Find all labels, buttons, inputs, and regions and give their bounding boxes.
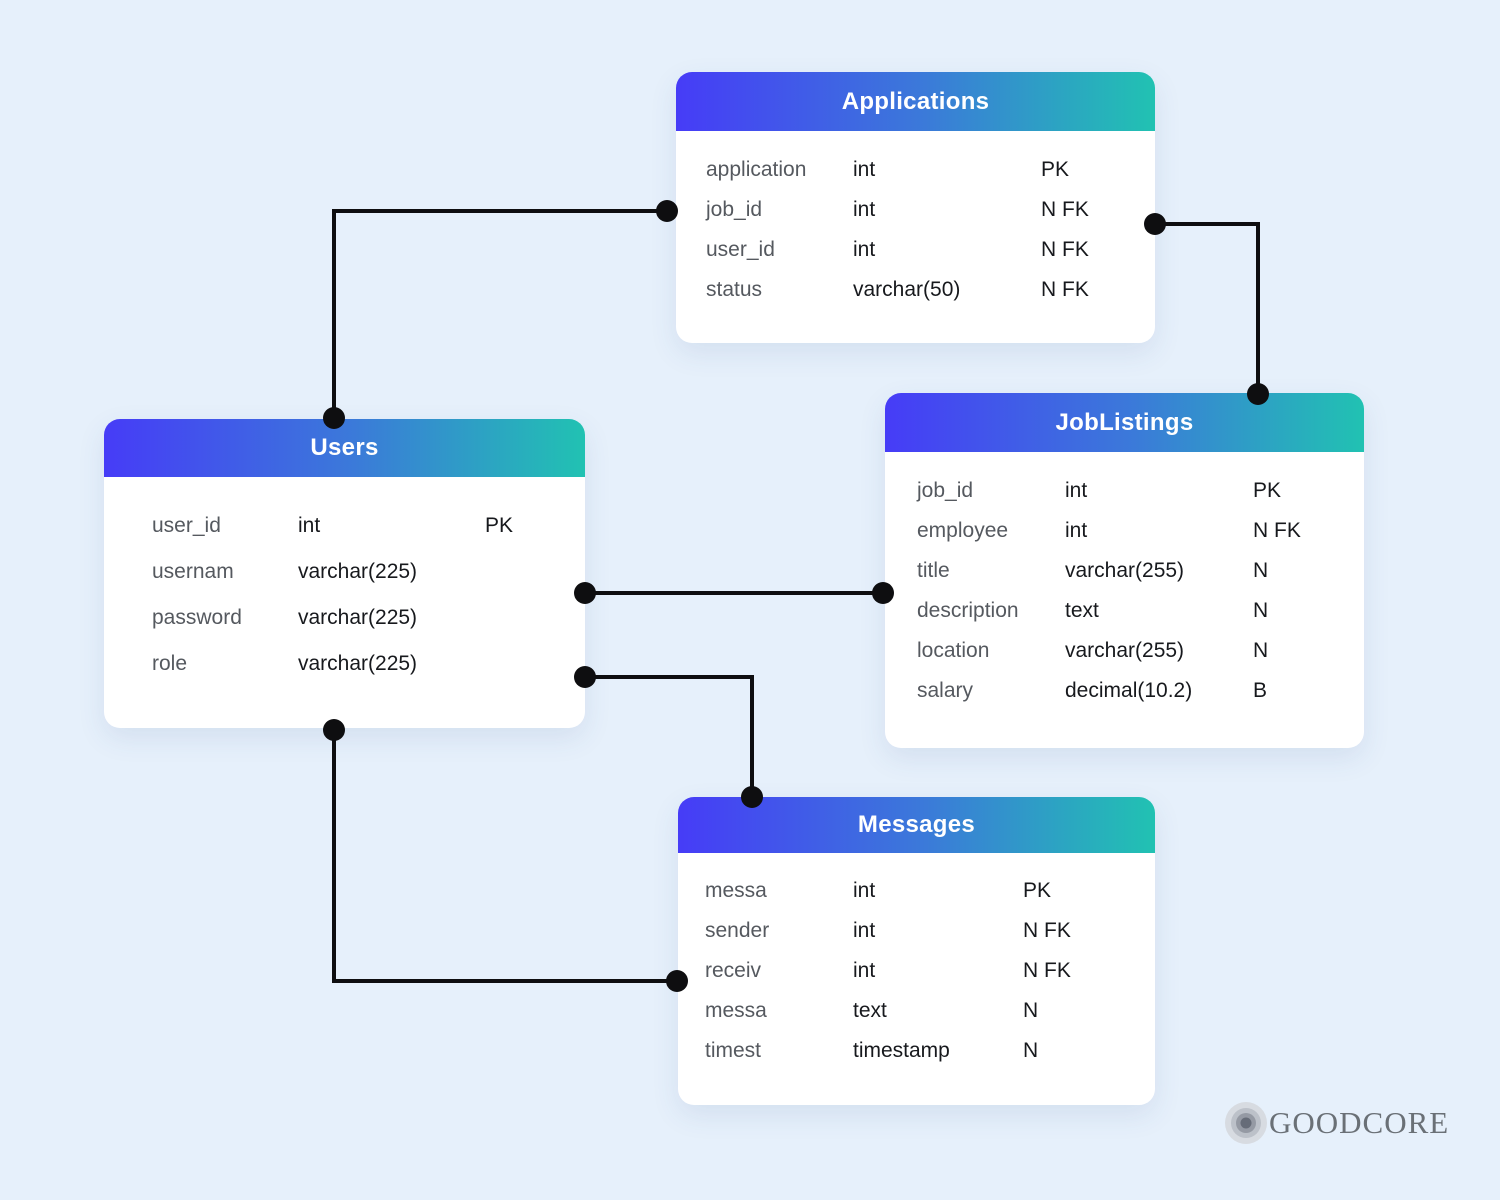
field-key: B bbox=[1253, 679, 1268, 702]
field-name: receiv bbox=[705, 959, 762, 982]
table-row: user_id int PK bbox=[104, 503, 585, 549]
field-type: timestamp bbox=[853, 1039, 950, 1062]
field-type: int bbox=[298, 514, 321, 537]
field-key: N bbox=[1253, 639, 1269, 662]
field-key: PK bbox=[485, 514, 514, 537]
table-row: status varchar(50) N FK bbox=[676, 270, 1155, 310]
table-row: timest timestamp N bbox=[678, 1031, 1155, 1071]
table-joblistings-fields: job_id int PK employee int N FK title va… bbox=[885, 452, 1364, 711]
field-type: varchar(50) bbox=[853, 278, 961, 301]
table-users-fields: user_id int PK usernam varchar(225) pass… bbox=[104, 477, 585, 687]
connector-users-messages-top bbox=[585, 675, 754, 797]
field-type: varchar(225) bbox=[298, 652, 418, 675]
table-users: Users user_id int PK usernam varchar(225… bbox=[104, 419, 585, 728]
table-row: messa text N bbox=[678, 991, 1155, 1031]
field-type: int bbox=[853, 959, 876, 982]
table-row: password varchar(225) bbox=[104, 595, 585, 641]
table-title: Messages bbox=[857, 811, 976, 838]
table-row: messa int PK bbox=[678, 871, 1155, 911]
field-name: status bbox=[706, 278, 763, 301]
field-key: N bbox=[1023, 1039, 1039, 1062]
field-key: PK bbox=[1041, 158, 1070, 181]
table-row: title varchar(255) N bbox=[885, 551, 1364, 591]
table-row: receiv int N FK bbox=[678, 951, 1155, 991]
field-type: text bbox=[853, 999, 887, 1022]
field-key: N FK bbox=[1041, 278, 1089, 301]
field-name: messa bbox=[705, 999, 767, 1022]
field-key: N FK bbox=[1041, 238, 1089, 261]
table-row: usernam varchar(225) bbox=[104, 549, 585, 595]
field-name: password bbox=[152, 606, 242, 629]
table-row: user_id int N FK bbox=[676, 230, 1155, 270]
field-name: sender bbox=[705, 919, 770, 942]
field-type: int bbox=[1065, 519, 1088, 542]
field-name: job_id bbox=[917, 479, 974, 502]
field-type: varchar(255) bbox=[1065, 639, 1185, 662]
goodcore-logo-text: GOODCORE bbox=[1269, 1105, 1450, 1140]
table-title: Users bbox=[310, 434, 379, 461]
field-key: N FK bbox=[1041, 198, 1089, 221]
table-users-header: Users bbox=[104, 419, 585, 477]
table-row: job_id int PK bbox=[885, 471, 1364, 511]
field-name: usernam bbox=[152, 560, 234, 583]
field-key: N FK bbox=[1023, 919, 1071, 942]
goodcore-ripple-icon bbox=[1225, 1102, 1267, 1144]
field-type: varchar(255) bbox=[1065, 559, 1185, 582]
field-type: int bbox=[853, 238, 876, 261]
table-row: application int PK bbox=[676, 150, 1155, 190]
connector-users-applications bbox=[332, 209, 667, 418]
table-applications-fields: application int PK job_id int N FK user_… bbox=[676, 131, 1155, 310]
field-type: varchar(225) bbox=[298, 560, 418, 583]
table-row: description text N bbox=[885, 591, 1364, 631]
goodcore-logo: GOODCORE bbox=[1224, 1101, 1449, 1145]
field-key: N FK bbox=[1253, 519, 1301, 542]
field-name: user_id bbox=[706, 238, 775, 261]
field-type: int bbox=[853, 158, 876, 181]
field-type: int bbox=[853, 919, 876, 942]
table-title: JobListings bbox=[1055, 408, 1194, 436]
field-type: int bbox=[1065, 479, 1088, 502]
field-name: messa bbox=[705, 879, 767, 902]
field-name: description bbox=[917, 599, 1019, 622]
field-name: salary bbox=[917, 679, 974, 702]
field-name: timest bbox=[705, 1039, 762, 1062]
table-title: Applications bbox=[841, 87, 990, 115]
field-name: employee bbox=[917, 519, 1009, 542]
field-name: application bbox=[706, 158, 807, 181]
table-row: job_id int N FK bbox=[676, 190, 1155, 230]
table-joblistings-header: JobListings bbox=[885, 393, 1364, 452]
field-key: PK bbox=[1253, 479, 1282, 502]
field-type: decimal(10.2) bbox=[1065, 679, 1193, 702]
field-type: int bbox=[853, 879, 876, 902]
table-applications-header: Applications bbox=[676, 72, 1155, 131]
table-row: sender int N FK bbox=[678, 911, 1155, 951]
connector-applications-joblistings bbox=[1155, 222, 1260, 394]
table-messages-fields: messa int PK sender int N FK receiv int … bbox=[678, 853, 1155, 1071]
table-joblistings: JobListings job_id int PK employee int N… bbox=[885, 393, 1364, 748]
field-name: user_id bbox=[152, 514, 221, 537]
table-row: employee int N FK bbox=[885, 511, 1364, 551]
field-type: int bbox=[853, 198, 876, 221]
table-row: role varchar(225) bbox=[104, 641, 585, 687]
field-type: varchar(225) bbox=[298, 606, 418, 629]
table-row: salary decimal(10.2) B bbox=[885, 671, 1364, 711]
table-applications: Applications application int PK job_id i… bbox=[676, 72, 1155, 343]
field-key: N bbox=[1253, 559, 1269, 582]
connector-users-messages-left bbox=[332, 730, 677, 983]
field-name: job_id bbox=[706, 198, 763, 221]
field-key: PK bbox=[1023, 879, 1052, 902]
field-name: role bbox=[152, 652, 188, 675]
field-name: location bbox=[917, 639, 990, 662]
field-name: title bbox=[917, 559, 950, 582]
field-type: text bbox=[1065, 599, 1099, 622]
table-messages: Messages messa int PK sender int N FK re… bbox=[678, 797, 1155, 1105]
table-messages-header: Messages bbox=[678, 797, 1155, 853]
field-key: N bbox=[1023, 999, 1039, 1022]
field-key: N bbox=[1253, 599, 1269, 622]
field-key: N FK bbox=[1023, 959, 1071, 982]
table-row: location varchar(255) N bbox=[885, 631, 1364, 671]
